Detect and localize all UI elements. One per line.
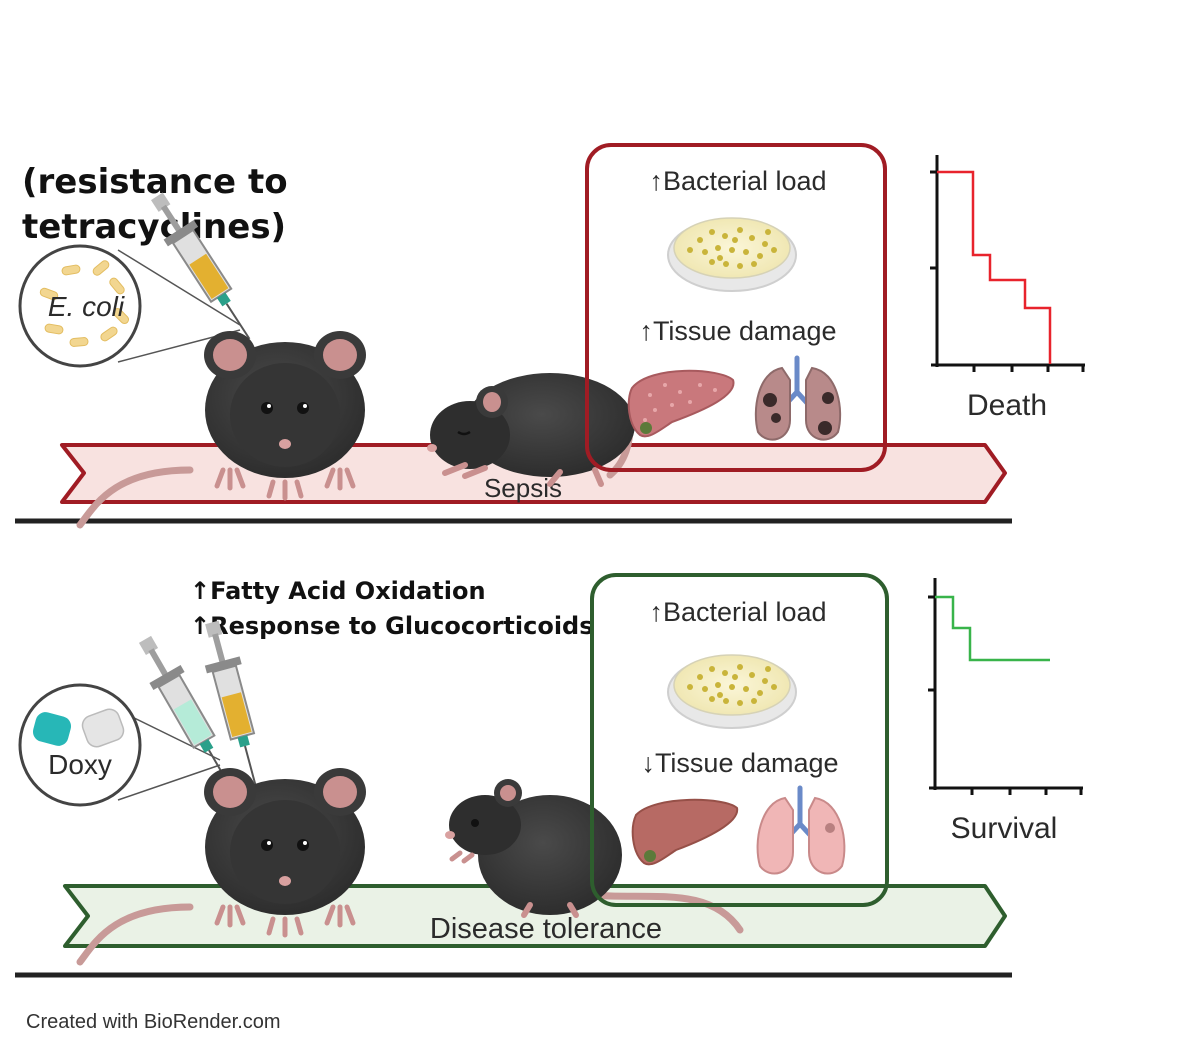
biorender-credit: Created with BioRender.com xyxy=(26,1011,281,1033)
fao-annotation-line2: ↑Response to Glucocorticoids xyxy=(190,612,594,640)
healthy-liver-icon xyxy=(631,798,739,866)
petri-dish-icon-bottom xyxy=(667,654,797,729)
resistance-label-line1: (resistance to xyxy=(22,162,288,202)
resistance-label-line2: tetracyclines) xyxy=(22,207,286,247)
doxy-syringe-icon xyxy=(138,635,231,788)
death-curve-line xyxy=(937,170,1052,364)
disease-tolerance-label: Disease tolerance xyxy=(430,913,662,945)
e-coli-label: E. coli xyxy=(48,291,125,322)
petri-dish-icon xyxy=(667,217,797,292)
fao-annotation: ↑Fatty Acid Oxidation ↑Response to Gluco… xyxy=(190,577,594,640)
bottom-panel: Disease tolerance ↑Fatty Acid Oxidation … xyxy=(15,573,1083,978)
death-label: Death xyxy=(967,389,1047,422)
survival-curve-line xyxy=(935,595,1050,662)
fao-annotation-line1: ↑Fatty Acid Oxidation xyxy=(190,577,486,605)
bacteria-syringe-icon xyxy=(193,616,275,793)
tissue-damage-label: ↑Tissue damage xyxy=(639,316,836,346)
sick-mouse-icon xyxy=(427,373,635,487)
bacteria-icon xyxy=(39,260,130,347)
outcome-box-tolerance xyxy=(590,573,889,907)
damaged-liver-icon xyxy=(627,369,735,438)
bacterial-load-label: ↑Bacterial load xyxy=(649,166,826,196)
e-coli-inset: E. coli xyxy=(18,244,241,368)
bacterial-load-label-bottom: ↑Bacterial load xyxy=(649,597,826,627)
healthy-lungs-icon xyxy=(756,785,846,875)
survival-label: Survival xyxy=(951,812,1058,845)
death-curve-plot: Death xyxy=(930,155,1085,422)
damaged-lungs-icon xyxy=(754,355,842,441)
resistance-label: (resistance to tetracyclines) xyxy=(22,162,299,247)
tissue-damage-label-bottom: ↓Tissue damage xyxy=(641,748,838,778)
capsule-icon xyxy=(32,708,125,748)
top-panel: Sepsis (resistance to tetracyclines) E. … xyxy=(15,143,1085,525)
outcome-box-sepsis xyxy=(585,143,887,472)
healthy-mouse-icon xyxy=(445,779,744,934)
doxy-inset: Doxy xyxy=(18,683,221,807)
survival-curve-plot: Survival xyxy=(928,578,1083,845)
sepsis-label: Sepsis xyxy=(484,473,562,503)
doxy-label: Doxy xyxy=(48,749,112,780)
